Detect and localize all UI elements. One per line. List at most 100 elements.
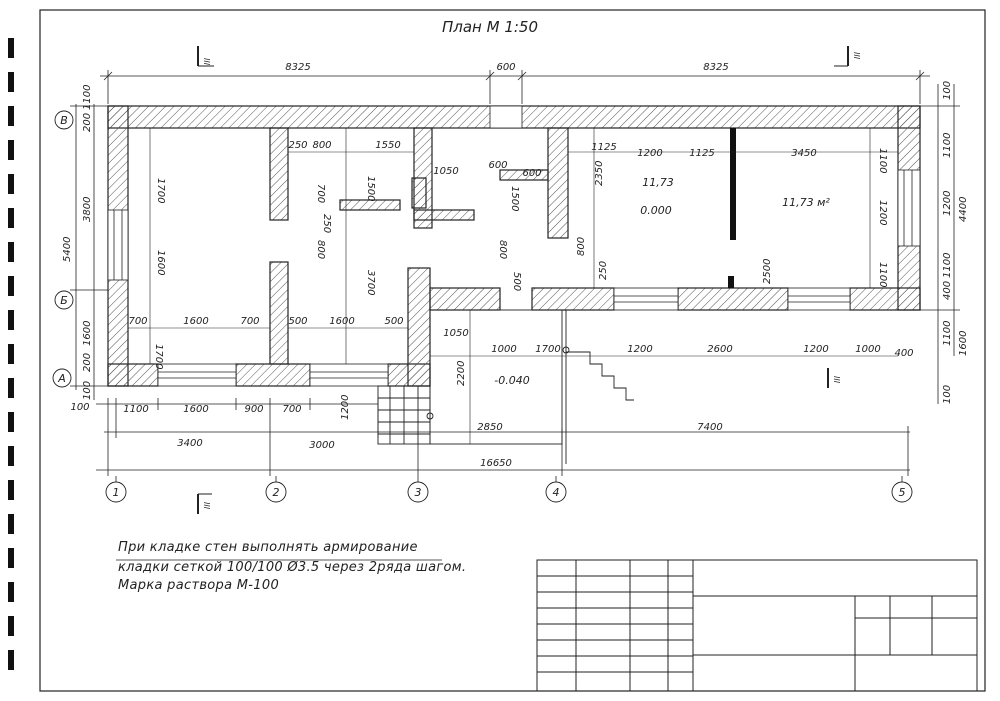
svg-text:1100: 1100	[942, 253, 953, 278]
axis-letters	[52, 110, 74, 388]
svg-text:200: 200	[82, 353, 93, 372]
svg-text:800: 800	[315, 240, 326, 259]
svg-text:500: 500	[288, 316, 307, 327]
binding-marks	[8, 38, 14, 670]
svg-text:1700: 1700	[153, 344, 164, 369]
svg-text:700: 700	[315, 184, 326, 203]
svg-text:III: III	[852, 52, 861, 60]
section-mark-right: III	[827, 368, 841, 388]
svg-text:200: 200	[82, 113, 93, 132]
svg-text:250: 250	[598, 261, 609, 280]
svg-text:1200: 1200	[803, 344, 828, 355]
svg-text:900: 900	[244, 404, 263, 415]
axis-number-5: 5	[899, 486, 906, 499]
svg-text:2200: 2200	[456, 361, 467, 386]
svg-text:700: 700	[240, 316, 259, 327]
svg-text:3000: 3000	[309, 440, 334, 451]
dim-left-5400: 5400	[62, 237, 73, 262]
svg-text:1125: 1125	[591, 142, 616, 153]
svg-text:800: 800	[312, 140, 331, 151]
svg-text:250: 250	[288, 140, 307, 151]
dimension-top	[100, 70, 930, 104]
svg-text:700: 700	[282, 404, 301, 415]
svg-text:1200: 1200	[877, 200, 888, 225]
axis-number-lines	[115, 476, 903, 482]
svg-text:1000: 1000	[491, 344, 516, 355]
sheet-frame	[39, 9, 986, 692]
dim-bottom-100: 100	[70, 402, 89, 413]
svg-text:1200: 1200	[340, 395, 351, 420]
note-line-2: кладки сеткой 100/100 Ø3.5 через 2ряда ш…	[118, 560, 467, 575]
svg-text:2850: 2850	[477, 422, 502, 433]
svg-text:2350: 2350	[594, 161, 605, 186]
axis-letter-a: А	[57, 372, 66, 385]
svg-text:3800: 3800	[82, 197, 93, 222]
svg-text:500: 500	[384, 316, 403, 327]
dimension-bottom	[96, 398, 910, 476]
partition-solid	[730, 128, 736, 240]
post-solid	[728, 276, 734, 288]
svg-text:1600: 1600	[155, 250, 166, 275]
windows	[107, 105, 921, 387]
section-mark-bottom-left: III	[197, 493, 212, 514]
note-line-3: Марка раствора М-100	[118, 578, 280, 593]
svg-text:3400: 3400	[177, 438, 202, 449]
svg-text:1050: 1050	[443, 328, 468, 339]
svg-text:1600: 1600	[958, 331, 969, 356]
svg-text:800: 800	[497, 240, 508, 259]
svg-text:3450: 3450	[791, 148, 816, 159]
dim-right-4400: 4400	[958, 197, 969, 222]
title-block	[536, 559, 978, 692]
svg-text:1200: 1200	[637, 148, 662, 159]
axis-number-1: 1	[113, 486, 120, 499]
svg-text:1500: 1500	[365, 176, 376, 201]
svg-text:3700: 3700	[365, 270, 376, 295]
dimension-right	[920, 84, 960, 404]
svg-text:1100: 1100	[877, 262, 888, 287]
svg-text:100: 100	[942, 385, 953, 404]
svg-text:1600: 1600	[329, 316, 354, 327]
dim-top-middle: 600	[496, 62, 515, 73]
dimension-left	[70, 104, 108, 400]
axis-letter-b: Б	[60, 294, 68, 307]
axis-number-circles	[105, 481, 913, 503]
svg-text:1550: 1550	[375, 140, 400, 151]
section-mark-top-right: III	[834, 46, 861, 67]
svg-text:700: 700	[128, 316, 147, 327]
dim-bottom-total: 16650	[480, 458, 512, 469]
svg-text:1200: 1200	[942, 191, 953, 216]
svg-text:1000: 1000	[855, 344, 880, 355]
axis-number-3: 3	[415, 486, 422, 499]
svg-text:600: 600	[522, 168, 541, 179]
svg-text:100: 100	[82, 381, 93, 400]
svg-text:1125: 1125	[689, 148, 714, 159]
svg-text:400: 400	[942, 281, 953, 300]
svg-text:1200: 1200	[627, 344, 652, 355]
svg-text:1100: 1100	[877, 148, 888, 173]
interior-dimension-lines	[128, 128, 898, 444]
svg-text:1700: 1700	[535, 344, 560, 355]
axis-number-2: 2	[273, 486, 280, 499]
axis-letter-v: В	[60, 114, 68, 127]
porch-level: -0.040	[494, 374, 529, 387]
room-area-right: 11,73 м²	[782, 196, 830, 209]
note-line-1: При кладке стен выполнять армирование	[118, 540, 418, 555]
room-level-zero: 0.000	[640, 204, 672, 217]
axis-number-4: 4	[553, 486, 560, 499]
svg-text:100: 100	[942, 81, 953, 100]
svg-text:1500: 1500	[509, 186, 520, 211]
svg-text:500: 500	[511, 272, 522, 291]
svg-text:III: III	[832, 376, 841, 384]
svg-text:2500: 2500	[762, 259, 773, 284]
svg-text:1600: 1600	[82, 321, 93, 346]
svg-text:1100: 1100	[123, 404, 148, 415]
dim-top-left: 8325	[285, 62, 310, 73]
svg-text:1050: 1050	[433, 166, 458, 177]
section-mark-top-left: III	[197, 46, 214, 67]
porch	[377, 309, 634, 464]
svg-text:400: 400	[894, 348, 913, 359]
svg-text:1100: 1100	[942, 321, 953, 346]
dim-interior: 1700	[155, 178, 166, 203]
svg-text:III: III	[202, 502, 211, 510]
